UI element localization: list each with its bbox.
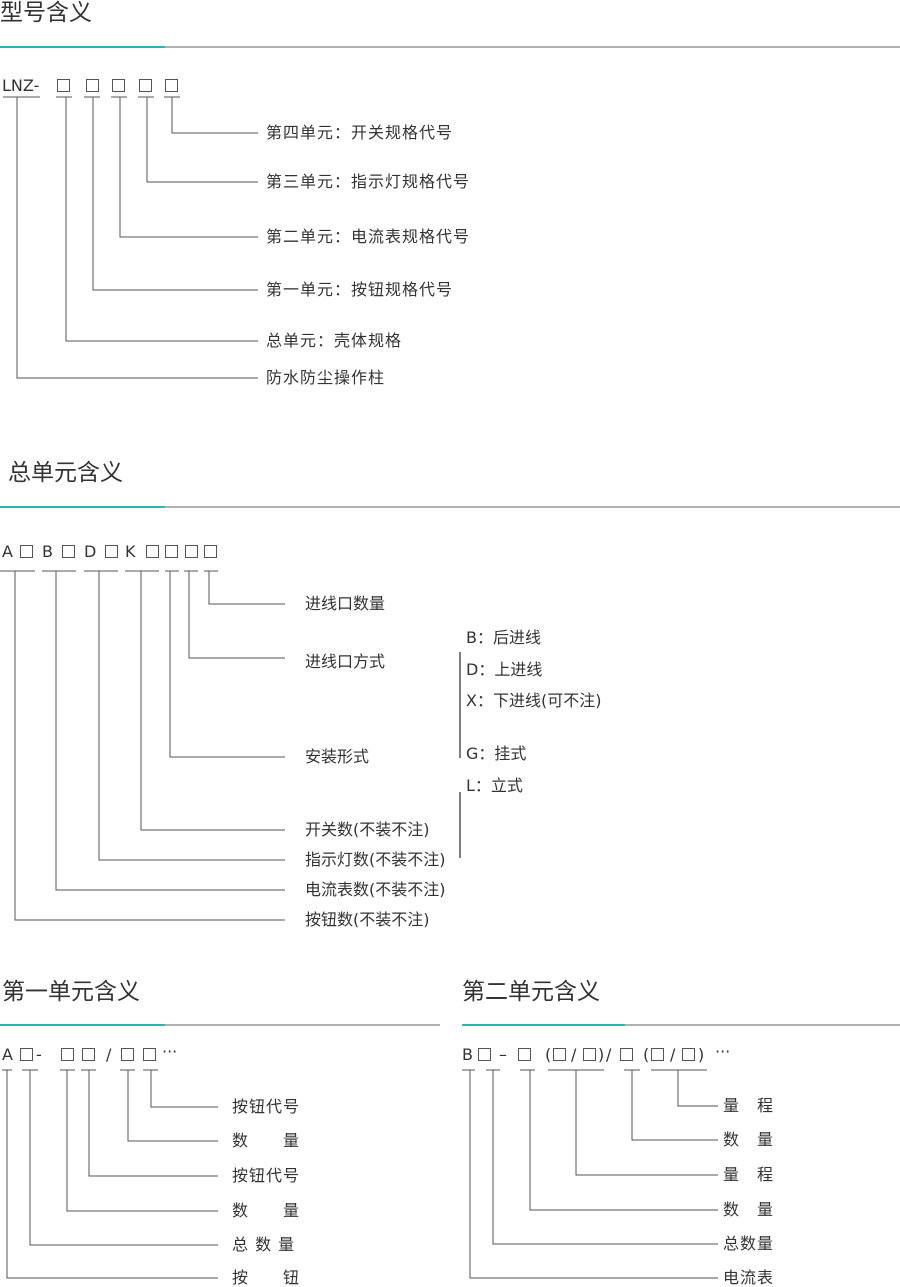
option-floor-stand: L：立式 [466, 776, 523, 795]
code-placeholder-box [583, 1048, 596, 1061]
code-placeholder-box [62, 545, 75, 558]
code-paren-open: ( [643, 1045, 650, 1064]
label-main-unit: 总单元：壳体规格 [266, 331, 403, 350]
code-placeholder-box [139, 79, 152, 92]
code-placeholder-box [112, 79, 125, 92]
section-title-unit-2: 第二单元含义 [462, 979, 600, 1005]
code-placeholder-box [121, 1048, 134, 1061]
label-inlet-count: 进线口数量 [305, 594, 386, 613]
code-dash: - [36, 1045, 42, 1064]
option-rear-inlet: B：后进线 [466, 628, 541, 647]
label-ammeter-count: 电流表数(不装不注) [305, 880, 446, 899]
code-letter: D [84, 542, 97, 561]
code-placeholder-box [620, 1048, 633, 1061]
label-range: 量 程 [723, 1096, 775, 1115]
code-slash: / [571, 1045, 577, 1064]
code-placeholder-box [86, 79, 99, 92]
code-letter: B [462, 1045, 473, 1064]
code-paren-open: ( [545, 1045, 552, 1064]
option-top-inlet: D：上进线 [466, 660, 543, 679]
code-placeholder-box [82, 1048, 95, 1061]
label-quantity: 数 量 [232, 1131, 301, 1150]
label-unit-3: 第三单元：指示灯规格代号 [266, 172, 471, 191]
code-placeholder-box [651, 1048, 664, 1061]
label-button: 按 钮 [232, 1268, 301, 1287]
code-letter: K [125, 542, 136, 561]
code-placeholder-box [20, 545, 33, 558]
code-placeholder-box [57, 79, 70, 92]
code-dash: – [499, 1045, 507, 1064]
code-paren-close: ) [698, 1045, 705, 1064]
label-unit-4: 第四单元：开关规格代号 [266, 123, 454, 142]
label-button-code: 按钮代号 [232, 1166, 301, 1185]
code-placeholder-box [204, 545, 217, 558]
label-quantity: 数 量 [723, 1200, 775, 1219]
code-placeholder-box [146, 545, 159, 558]
label-total-quantity: 总数量 [723, 1234, 775, 1253]
label-inlet-method: 进线口方式 [305, 652, 386, 671]
label-mount-type: 安装形式 [305, 747, 370, 766]
label-quantity: 数 量 [232, 1201, 301, 1220]
model-code-prefix: LNZ- [2, 76, 40, 95]
label-quantity: 数 量 [723, 1130, 775, 1149]
label-button-count: 按钮数(不装不注) [305, 910, 430, 929]
code-placeholder-box [165, 545, 178, 558]
code-placeholder-box [478, 1048, 491, 1061]
label-ammeter: 电流表 [723, 1268, 775, 1287]
code-letter: B [42, 542, 53, 561]
option-wall-mount: G：挂式 [466, 744, 527, 763]
code-placeholder-box [553, 1048, 566, 1061]
label-button-code: 按钮代号 [232, 1097, 301, 1116]
code-placeholder-box [143, 1048, 156, 1061]
code-placeholder-box [20, 1048, 33, 1061]
code-placeholder-box [518, 1048, 531, 1061]
code-slash: / [106, 1045, 112, 1064]
code-letter: A [2, 1045, 13, 1064]
label-product: 防水防尘操作柱 [266, 368, 386, 387]
label-range: 量 程 [723, 1165, 775, 1184]
label-unit-1: 第一单元：按钮规格代号 [266, 280, 454, 299]
code-placeholder-box [61, 1048, 74, 1061]
code-placeholder-box [185, 545, 198, 558]
code-slash: / [606, 1045, 612, 1064]
label-total-quantity: 总 数 量 [232, 1235, 296, 1254]
code-placeholder-box [105, 545, 118, 558]
code-paren-close: ) [598, 1045, 605, 1064]
code-letter: A [2, 542, 13, 561]
code-ellipsis: ··· [715, 1042, 731, 1061]
section-title-unit-1: 第一单元含义 [2, 979, 140, 1005]
label-unit-2: 第二单元：电流表规格代号 [266, 227, 471, 246]
section-title-main-unit: 总单元含义 [8, 460, 123, 486]
code-placeholder-box [165, 79, 178, 92]
label-switch-count: 开关数(不装不注) [305, 820, 430, 839]
option-bottom-inlet: X：下进线(可不注) [466, 691, 602, 710]
label-indicator-count: 指示灯数(不装不注) [305, 850, 446, 869]
code-slash: / [670, 1045, 676, 1064]
code-placeholder-box [682, 1048, 695, 1061]
code-ellipsis: ··· [162, 1042, 178, 1061]
section-title-model-meaning: 型号含义 [0, 0, 92, 26]
